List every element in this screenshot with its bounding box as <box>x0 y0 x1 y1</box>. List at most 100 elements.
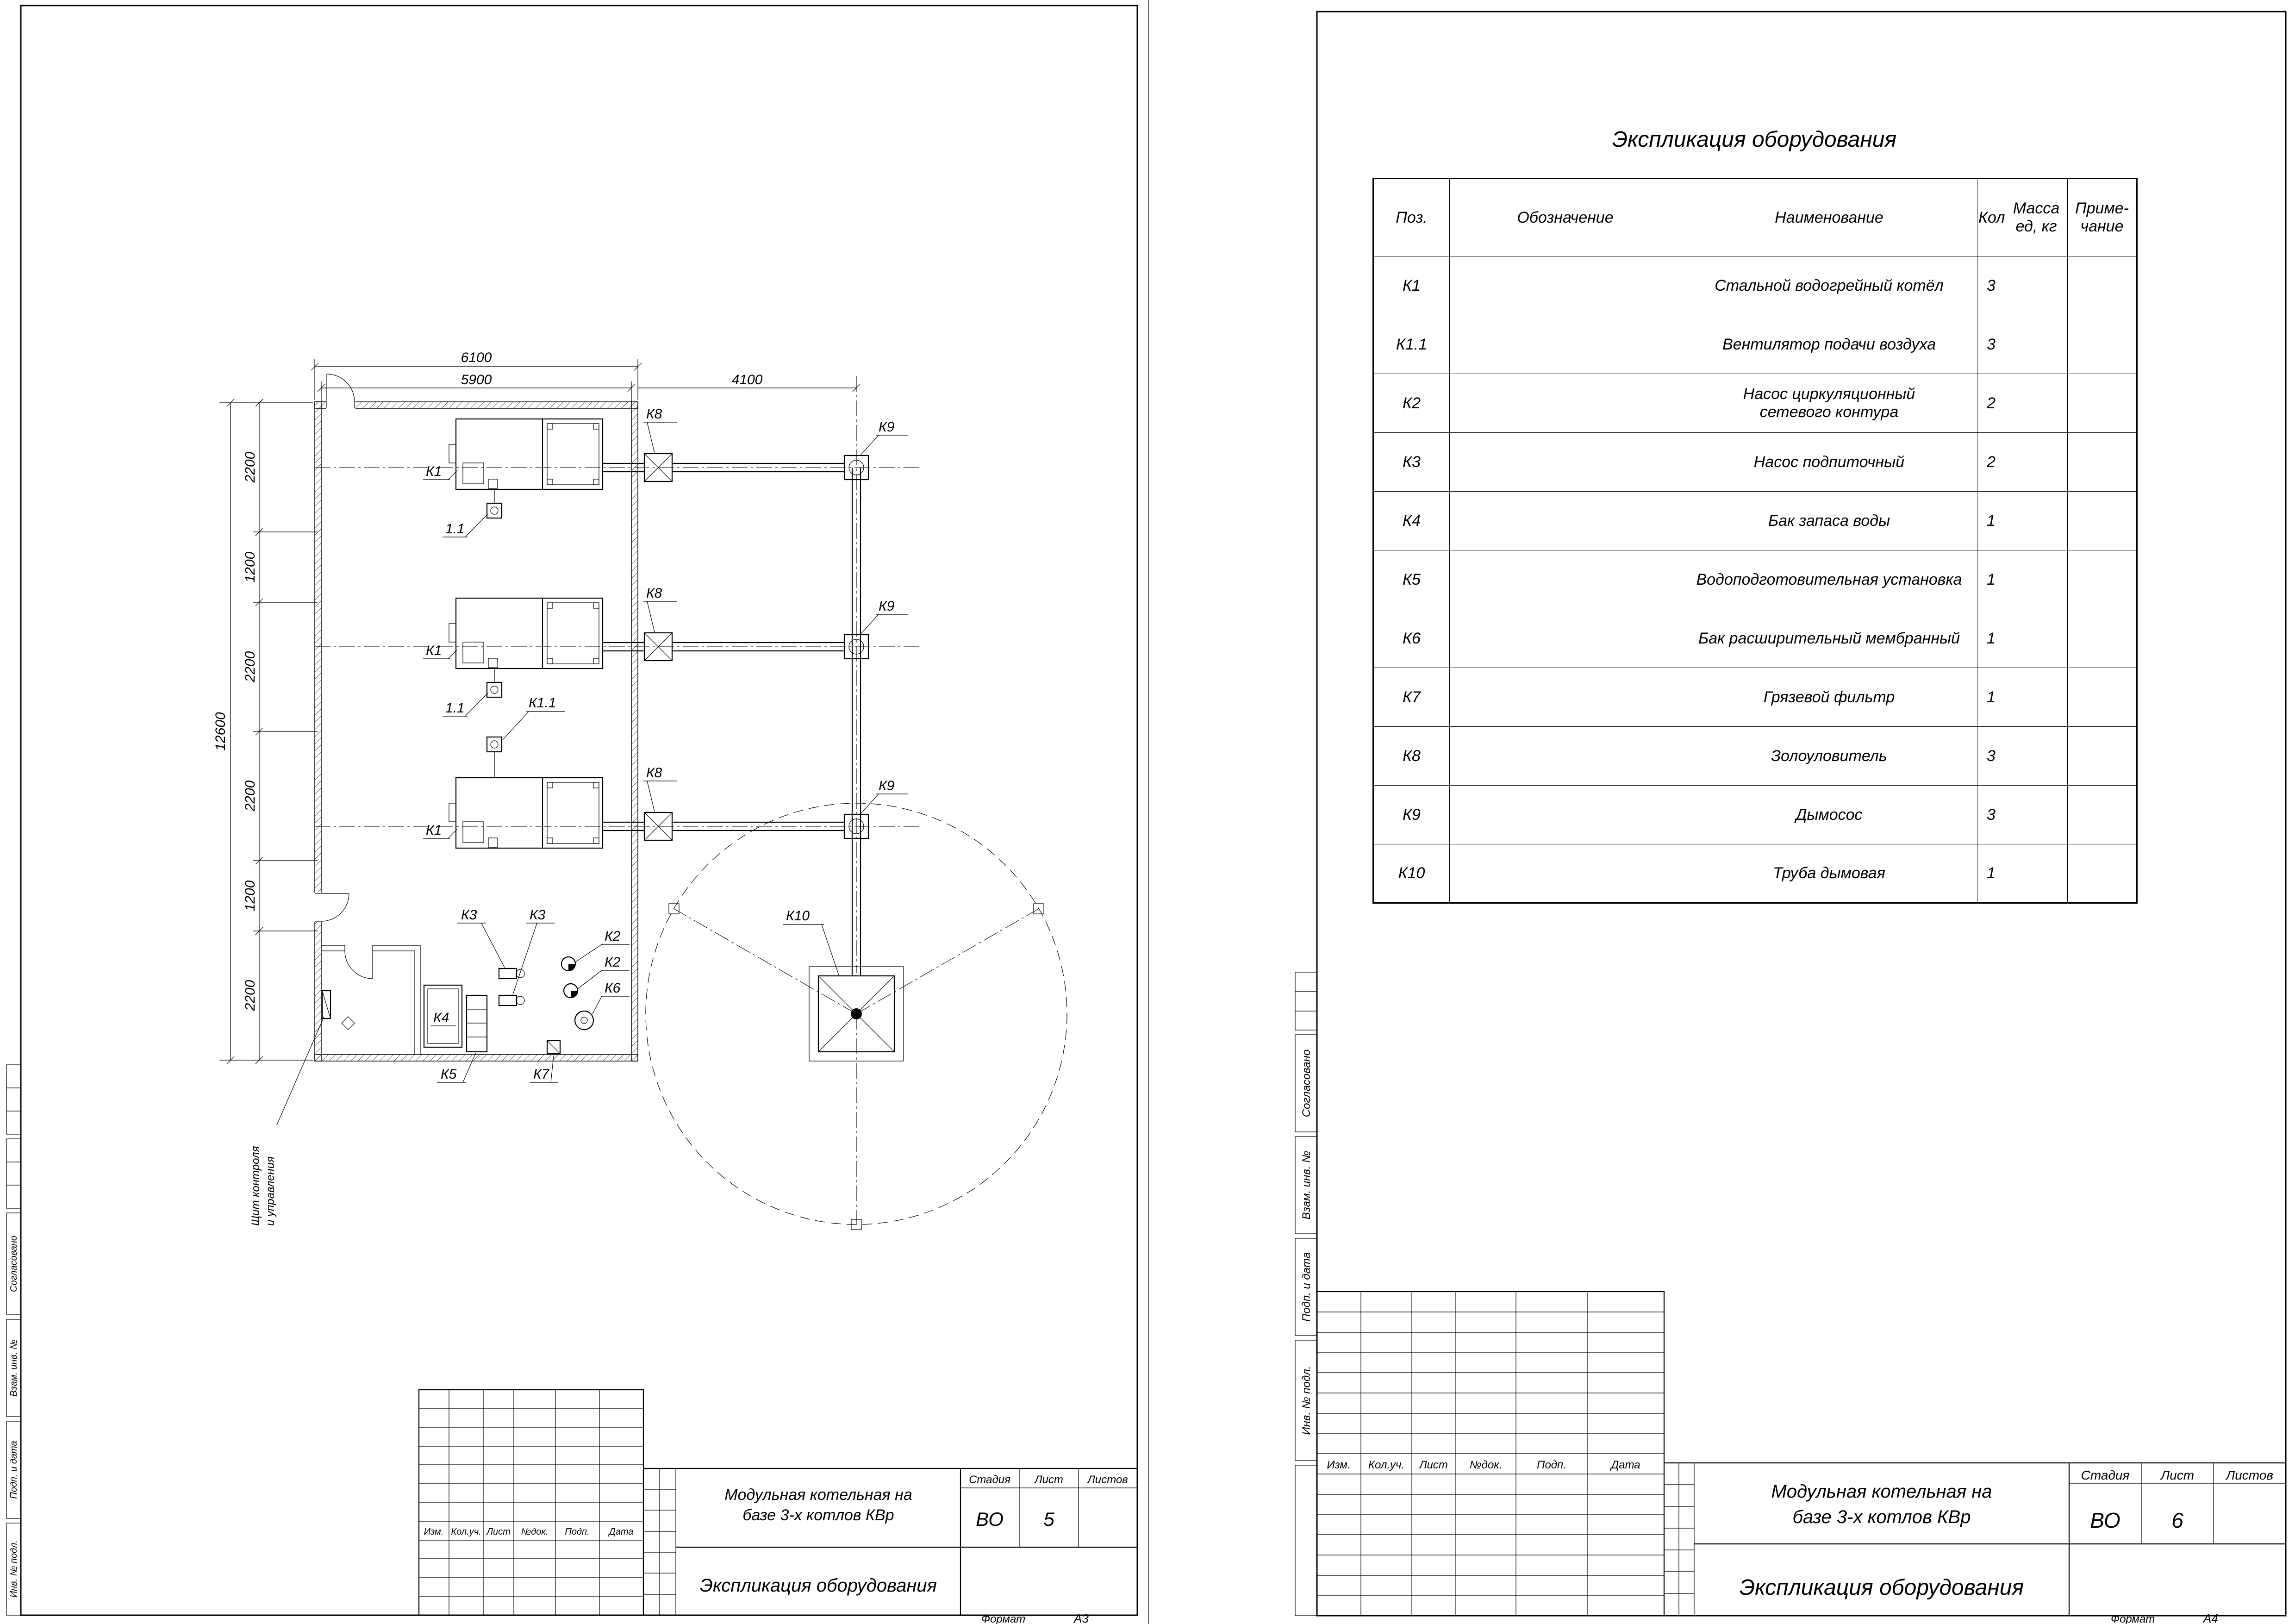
cell-pos: К2 <box>1373 374 1450 433</box>
cell-name: Золоуловитель <box>1681 726 1977 786</box>
cell-designation <box>1449 844 1681 903</box>
cell-pos: К1.1 <box>1373 315 1450 374</box>
table-row: К9 Дымосос 3 <box>1373 785 2137 844</box>
table-row: К2 Насос циркуляционный сетевого контура… <box>1373 374 2137 433</box>
stage-value: ВО <box>976 1508 1004 1530</box>
dim-6100: 6100 <box>461 350 492 365</box>
rev-header-data: Дата <box>1609 1459 1640 1471</box>
cell-qty: 1 <box>1977 844 2005 903</box>
cell-name: Вентилятор подачи воздуха <box>1681 315 1977 374</box>
boiler-fans: 1.1 1.1 К1.1 <box>443 489 565 778</box>
format-value: А3 <box>1073 1612 1089 1624</box>
spec-col-qty: Кол. <box>1977 178 2005 256</box>
table-row: К3 Насос подпиточный 2 <box>1373 432 2137 492</box>
project-name-line1: Модульная котельная на <box>724 1486 912 1504</box>
cell-qty: 3 <box>1977 785 2005 844</box>
label-k3-1: К3 <box>461 907 477 923</box>
doc-title: Экспликация оборудования <box>700 1575 937 1596</box>
stamp-label-inv-podl: Инв. № подл. <box>9 1540 19 1598</box>
sheets-label: Листов <box>1086 1474 1128 1486</box>
cell-qty: 1 <box>1977 668 2005 727</box>
stamp-label-vzam-inv: Взам. инв. № <box>9 1339 19 1397</box>
boiler-row-3 <box>314 764 922 849</box>
cell-mass <box>2005 609 2068 668</box>
cell-mass <box>2005 550 2068 609</box>
cell-designation <box>1449 491 1681 550</box>
auxiliary-equipment: К4 К5 К3 К3 К2 <box>249 907 630 1226</box>
dim-12600: 12600 <box>213 712 228 751</box>
chimney-k10: К10 <box>783 908 904 1062</box>
cell-note <box>2067 844 2137 903</box>
label-k2-2: К2 <box>605 955 621 970</box>
dim-5900: 5900 <box>461 372 492 387</box>
spec-table-title: Экспликация оборудования <box>1612 127 1897 152</box>
cell-mass <box>2005 256 2068 315</box>
format-label: Формат <box>2111 1613 2155 1624</box>
spec-col-mass: Масса ед, кг <box>2005 178 2068 256</box>
format-value: А4 <box>2202 1612 2218 1624</box>
cell-note <box>2067 256 2137 315</box>
sheet-label: Лист <box>1034 1474 1063 1486</box>
stage-label: Стадия <box>2081 1468 2130 1482</box>
table-row: К8 Золоуловитель 3 <box>1373 726 2137 786</box>
cell-pos: К7 <box>1373 668 1450 727</box>
cell-pos: К1 <box>1373 256 1450 315</box>
cell-qty: 1 <box>1977 491 2005 550</box>
cell-note <box>2067 668 2137 727</box>
label-k6: К6 <box>605 981 621 996</box>
spec-col-name: Наименование <box>1681 178 1977 256</box>
cell-qty: 3 <box>1977 256 2005 315</box>
label-k2-1: К2 <box>605 929 621 944</box>
building-walls <box>313 374 638 1062</box>
cell-name: Насос подпиточный <box>1681 432 1977 492</box>
cell-note <box>2067 726 2137 786</box>
rev-header-izm: Изм. <box>424 1527 444 1537</box>
label-fan-1: 1.1 <box>445 521 465 537</box>
table-row: К10 Труба дымовая 1 <box>1373 844 2137 903</box>
cell-mass <box>2005 668 2068 727</box>
dim-seg-1: 2200 <box>243 451 258 483</box>
rev-header-podp: Подп. <box>1537 1459 1566 1471</box>
label-k10: К10 <box>786 908 810 924</box>
cell-pos: К4 <box>1373 491 1450 550</box>
left-title-block: Изм. Кол.уч. Лист №док. Подп. Дата Стади… <box>418 1389 1138 1624</box>
cell-mass <box>2005 785 2068 844</box>
dim-seg-2: 1200 <box>243 551 258 582</box>
label-k1-1: К1.1 <box>529 695 556 711</box>
cell-qty: 2 <box>1977 432 2005 492</box>
table-row: К7 Грязевой фильтр 1 <box>1373 668 2137 727</box>
cell-note <box>2067 785 2137 844</box>
cell-designation <box>1449 256 1681 315</box>
left-sheet-frame <box>20 0 1149 1624</box>
dim-seg-3: 2200 <box>243 651 258 682</box>
rev-header-list: Лист <box>486 1527 511 1537</box>
right-title-block: Изм. Кол.уч. Лист №док. Подп. Дата Стади… <box>1316 1291 2286 1624</box>
cell-note <box>2067 491 2137 550</box>
spec-col-note: Приме- чание <box>2067 178 2137 256</box>
stage-label: Стадия <box>969 1474 1010 1486</box>
cell-qty: 3 <box>1977 315 2005 374</box>
cell-designation <box>1449 785 1681 844</box>
cell-designation <box>1449 315 1681 374</box>
cell-mass <box>2005 844 2068 903</box>
cell-pos: К8 <box>1373 726 1450 786</box>
cell-pos: К9 <box>1373 785 1450 844</box>
cell-designation <box>1449 550 1681 609</box>
project-name-line2: базе 3-х котлов КВр <box>1793 1507 1971 1527</box>
rev-header-ndok: №док. <box>1470 1459 1503 1471</box>
cell-mass <box>2005 432 2068 492</box>
cell-name: Насос циркуляционный сетевого контура <box>1681 374 1977 433</box>
cell-name: Бак запаса воды <box>1681 491 1977 550</box>
stamp-label-soglasovano: Согласовано <box>9 1236 19 1292</box>
sheets-label: Листов <box>2225 1468 2273 1482</box>
cell-mass <box>2005 374 2068 433</box>
right-stamp-column: Согласовано Взам. инв. № Подп. и дата Ин… <box>1295 972 1317 1616</box>
cell-designation <box>1449 668 1681 727</box>
cell-designation <box>1449 432 1681 492</box>
cell-name: Труба дымовая <box>1681 844 1977 903</box>
dim-4100: 4100 <box>732 372 763 387</box>
rev-header-list: Лист <box>1418 1459 1448 1471</box>
note-line-1: Щит контроля <box>249 1146 262 1226</box>
rev-header-koluch: Кол.уч. <box>1368 1459 1404 1471</box>
cell-note <box>2067 315 2137 374</box>
